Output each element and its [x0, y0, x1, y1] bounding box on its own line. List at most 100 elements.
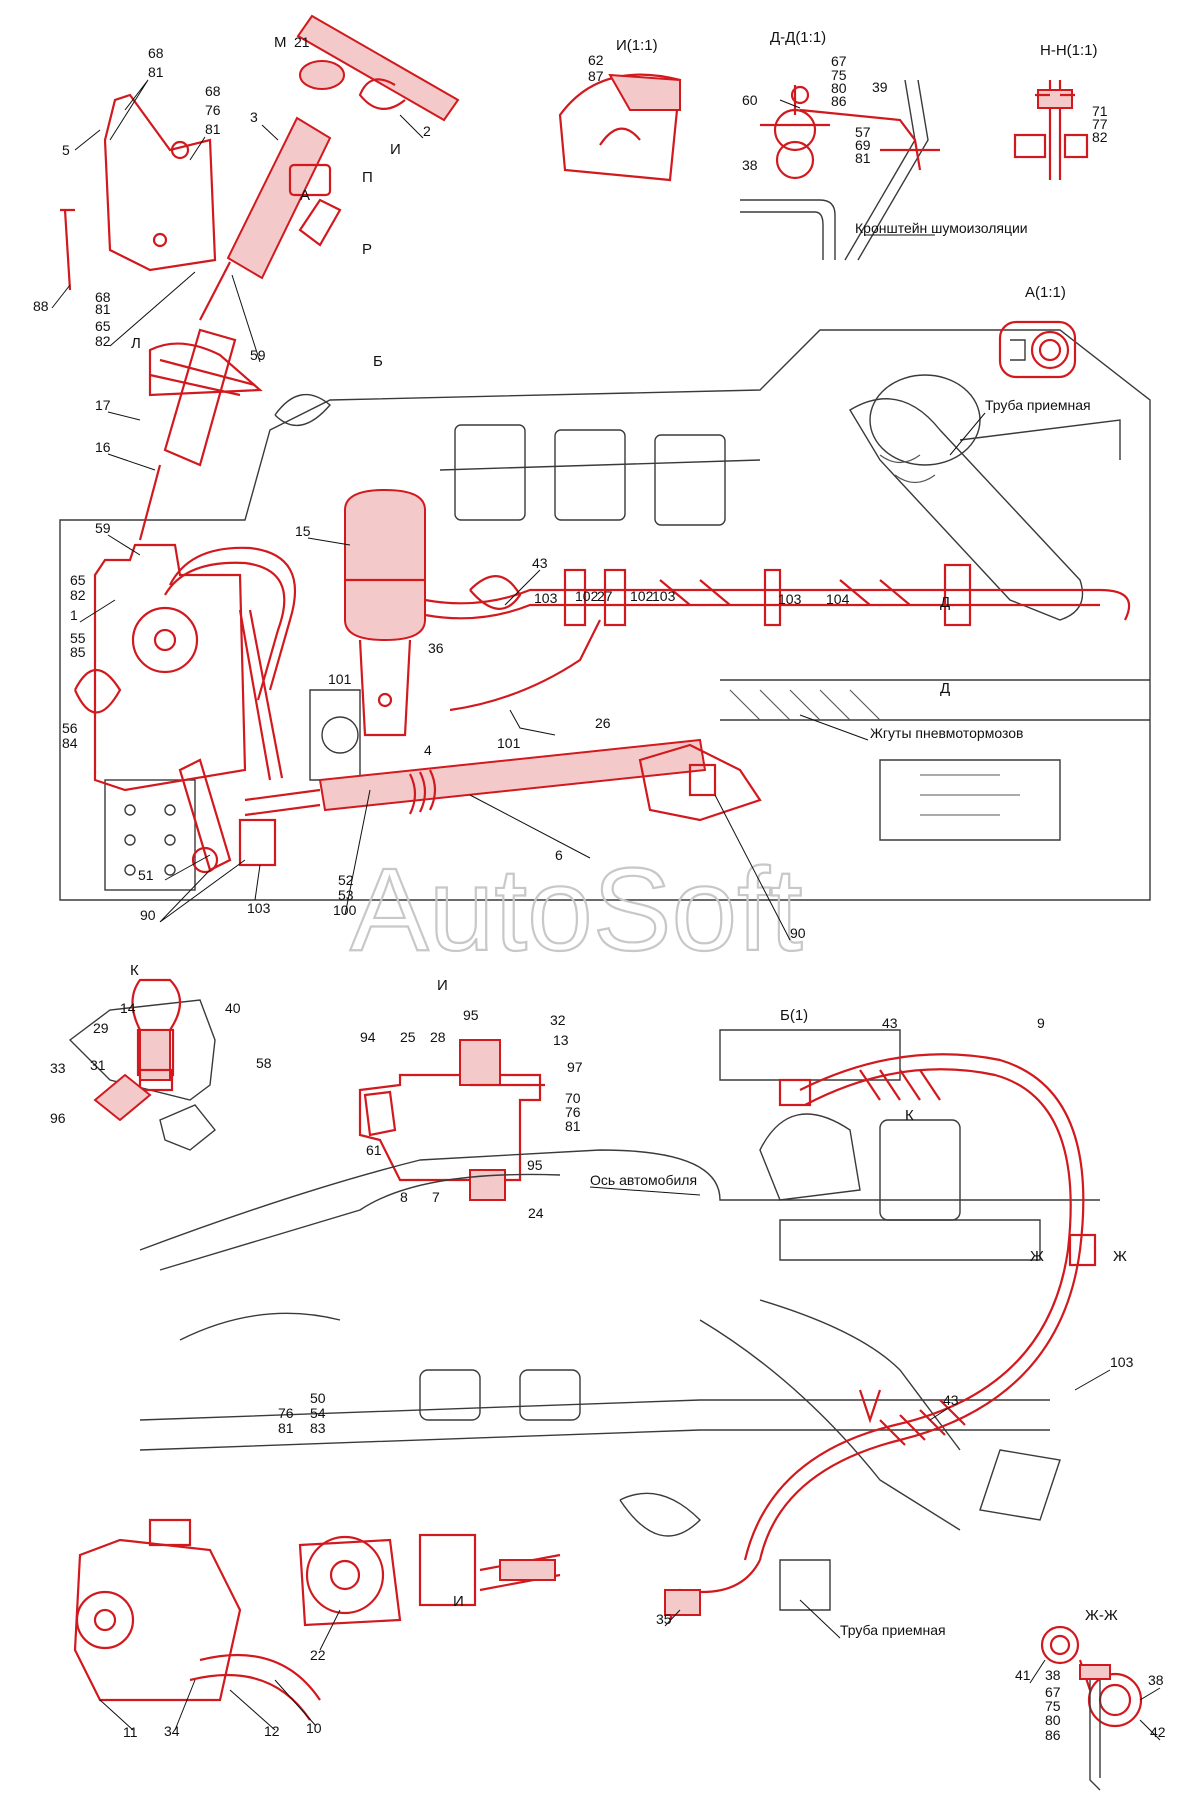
part-label: 5 — [62, 142, 70, 158]
part-label: 40 — [225, 1000, 241, 1016]
part-label: 103 — [247, 900, 271, 916]
view-I-section-detail — [358, 1039, 545, 1201]
part-label: 90 — [140, 907, 156, 923]
part-label: 9 — [1037, 1015, 1045, 1031]
part-label: 22 — [310, 1647, 326, 1663]
part-label: 97 — [567, 1059, 583, 1075]
part-label: 65 — [70, 572, 86, 588]
marker-K: К — [905, 1107, 914, 1124]
part-label: 57 — [855, 124, 871, 140]
part-label: 82 — [1092, 129, 1108, 145]
part-label: 80 — [1045, 1712, 1061, 1728]
part-label: 25 — [400, 1029, 416, 1045]
part-label: 84 — [62, 735, 78, 751]
part-label: 103 — [652, 588, 676, 604]
part-label: 34 — [164, 1723, 180, 1739]
part-label: 55 — [70, 630, 86, 646]
leader-lines — [51, 79, 1161, 1741]
view-K-detail — [68, 978, 216, 1151]
part-label: 102 — [575, 588, 599, 604]
part-label: 59 — [95, 520, 111, 536]
reservoir — [344, 488, 426, 737]
part-label: 101 — [497, 735, 521, 751]
marker-B: Б — [373, 353, 383, 370]
air-lines — [424, 563, 1131, 712]
part-label: 68 — [95, 289, 111, 305]
part-label: 81 — [855, 150, 871, 166]
caption-bracket-insulation: Кронштейн шумоизоляции — [855, 220, 1028, 236]
part-label: 6 — [555, 847, 563, 863]
part-label: 12 — [264, 1723, 280, 1739]
part-label: 62 — [588, 52, 604, 68]
part-label: 53 — [338, 887, 354, 903]
part-label: 101 — [328, 671, 352, 687]
part-label: 56 — [62, 720, 78, 736]
part-label: 86 — [831, 93, 847, 109]
section-DD-view — [740, 79, 940, 261]
part-label: 2 — [423, 123, 431, 139]
part-label: 95 — [527, 1157, 543, 1173]
part-label: 42 — [1150, 1724, 1166, 1740]
pedal-bracket — [60, 93, 217, 291]
part-label: 38 — [742, 157, 758, 173]
part-label: 1 — [70, 607, 78, 623]
part-label: 102 — [630, 588, 654, 604]
caption-intake-pipe-top: Труба приемная — [985, 397, 1091, 413]
part-label: 38 — [1148, 1672, 1164, 1688]
power-cylinder — [238, 738, 762, 867]
title-detail-I: И(1:1) — [616, 37, 658, 54]
caption-vehicle-axis: Ось автомобиля — [590, 1172, 697, 1188]
part-label: 65 — [95, 318, 111, 334]
part-label: 8 — [400, 1189, 408, 1205]
part-label: 26 — [595, 715, 611, 731]
caption-harness: Жгуты пневмотормозов — [870, 725, 1023, 741]
part-label: 51 — [138, 867, 154, 883]
part-label: 90 — [790, 925, 806, 941]
part-label: 95 — [463, 1007, 479, 1023]
part-label: 81 — [148, 64, 164, 80]
part-label: 76 — [205, 102, 221, 118]
title-view-K: К — [130, 962, 139, 979]
steering-column-group — [138, 14, 460, 541]
title-section-DD: Д-Д(1:1) — [770, 29, 826, 46]
part-labels: 68 81 5 68 76 81 21 3 2 88 68 81 65 82 5… — [33, 34, 1166, 1743]
caption-intake-pipe-bottom: Труба приемная — [840, 1622, 946, 1638]
part-label: 85 — [70, 644, 86, 660]
part-label: 77 — [1092, 116, 1108, 132]
marker-Zh-right: Ж — [1113, 1248, 1127, 1265]
watermark-text: AutoSoft — [350, 844, 803, 976]
part-label: 67 — [1045, 1684, 1061, 1700]
part-label: 80 — [831, 80, 847, 96]
part-label: 11 — [123, 1724, 138, 1740]
part-label: 32 — [550, 1012, 566, 1028]
part-label: 81 — [278, 1420, 294, 1436]
part-label: 68 — [205, 83, 221, 99]
marker-P: П — [362, 169, 373, 186]
part-label: 75 — [831, 67, 847, 83]
part-label: 82 — [95, 333, 111, 349]
part-label: 39 — [872, 79, 888, 95]
part-label: 16 — [95, 439, 111, 455]
part-label: 38 — [1045, 1667, 1061, 1683]
part-label: 35 — [656, 1611, 672, 1627]
part-label: 14 — [120, 1000, 136, 1016]
marker-D-top: Д — [940, 594, 950, 611]
title-view-I-section: И — [437, 977, 448, 994]
marker-R: Р — [362, 241, 372, 258]
part-label: 50 — [310, 1390, 326, 1406]
title-view-B: Б(1) — [780, 1007, 808, 1024]
view-B-lower — [139, 1029, 1100, 1611]
part-label: 103 — [534, 590, 558, 606]
part-label: 54 — [310, 1405, 326, 1421]
part-label: 61 — [366, 1142, 382, 1158]
part-label: 96 — [50, 1110, 66, 1126]
part-label: 75 — [1045, 1698, 1061, 1714]
part-label: 13 — [553, 1032, 569, 1048]
part-label: 71 — [1092, 103, 1108, 119]
detail-I-view — [558, 73, 682, 182]
part-label: 43 — [532, 555, 548, 571]
part-label: 15 — [295, 523, 311, 539]
part-label: 103 — [1110, 1354, 1134, 1370]
part-label: 43 — [943, 1392, 959, 1408]
part-label: 83 — [310, 1420, 326, 1436]
